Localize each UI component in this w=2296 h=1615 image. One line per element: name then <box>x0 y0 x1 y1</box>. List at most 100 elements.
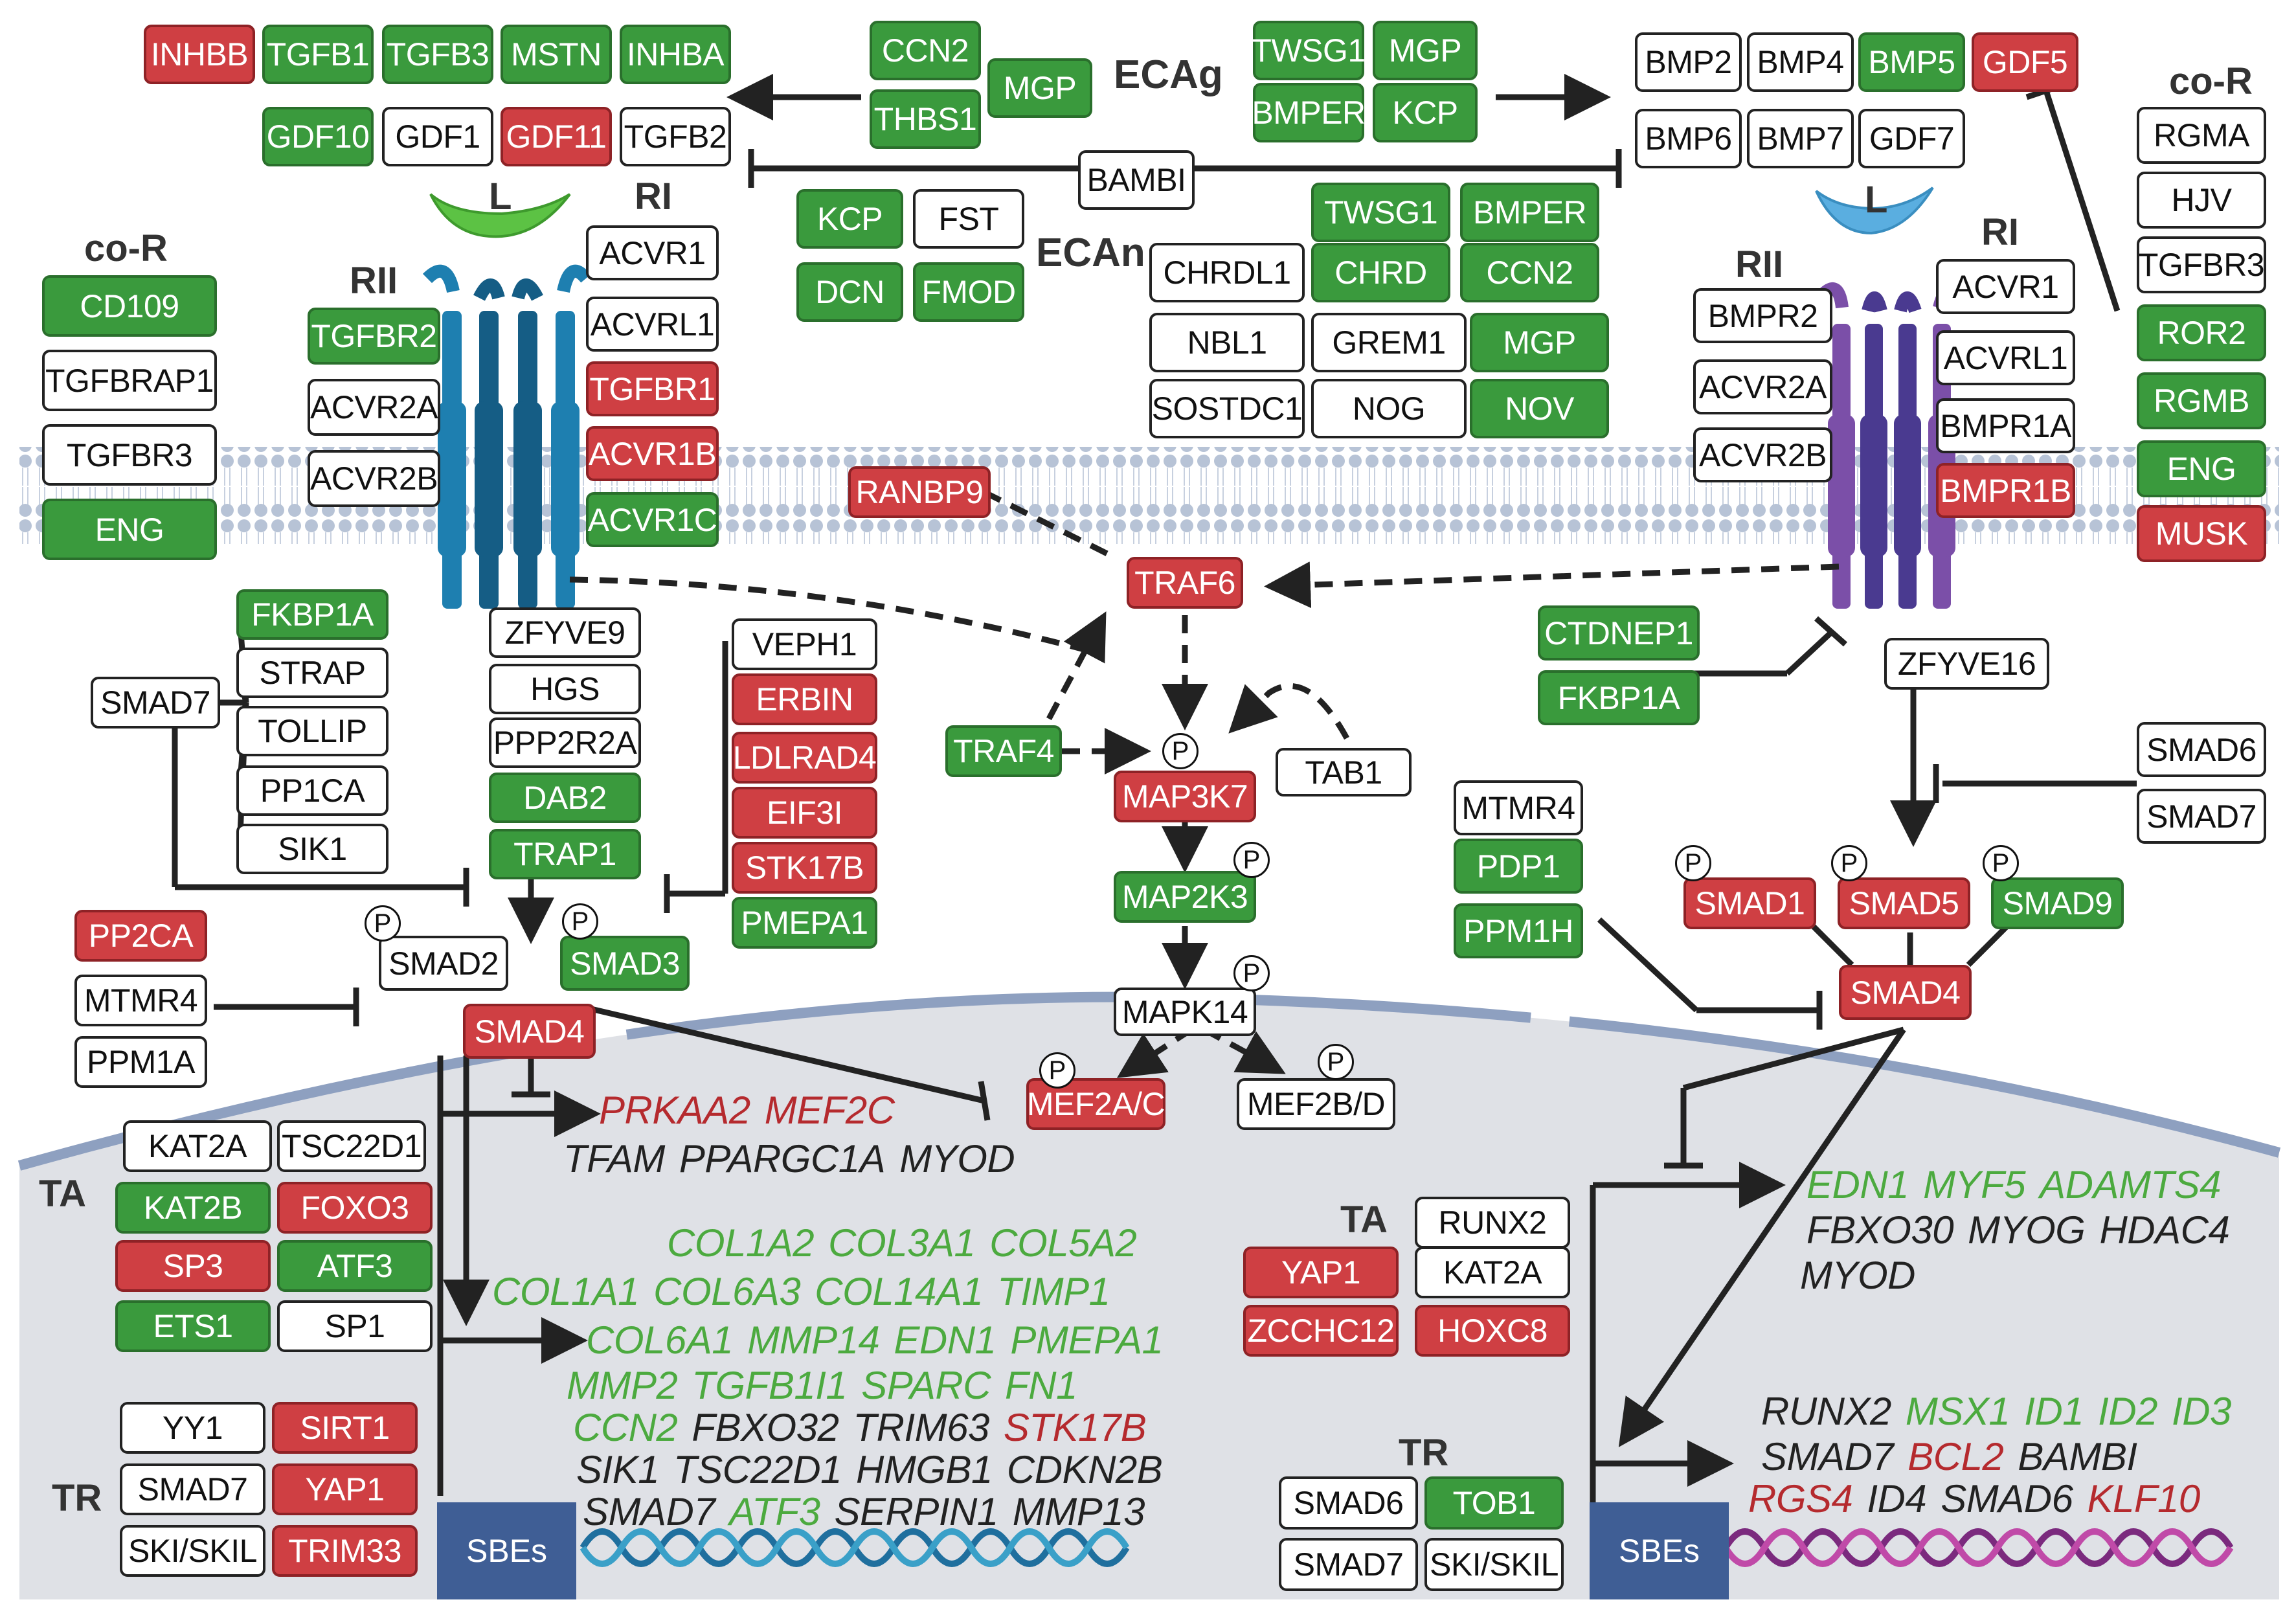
tgf-receptors <box>422 264 591 609</box>
protein-kcp: KCP <box>1373 83 1478 142</box>
protein-mgp: MGP <box>987 58 1092 118</box>
protein-gdf10: GDF10 <box>262 107 374 166</box>
protein-gdf7: GDF7 <box>1858 109 1965 168</box>
ecag-label: ECAg <box>1114 52 1223 97</box>
protein-ror2: ROR2 <box>2137 304 2266 361</box>
gene-id2: ID2 <box>2098 1390 2158 1433</box>
protein-tgfbr3: TGFBR3 <box>2137 236 2266 293</box>
protein-chrd: CHRD <box>1311 243 1450 302</box>
phospho-marker: P <box>562 903 598 940</box>
protein-ranbp9: RANBP9 <box>848 466 991 518</box>
gene-myod: MYOD <box>1800 1254 1916 1297</box>
protein-hoxc8: HOXC8 <box>1415 1305 1570 1357</box>
gene-stk17b: STK17B <box>1003 1406 1147 1449</box>
gene-hdac4: HDAC4 <box>2099 1208 2230 1252</box>
protein-rgmb: RGMB <box>2137 372 2266 429</box>
gene-fbxo30: FBXO30 <box>1806 1208 1954 1252</box>
protein-dcn: DCN <box>796 262 903 322</box>
phospho-marker: P <box>1233 955 1270 991</box>
protein-traf6: TRAF6 <box>1127 557 1243 609</box>
protein-eng: ENG <box>2137 440 2266 497</box>
protein-strap: STRAP <box>236 648 388 698</box>
gene-mmp2: MMP2 <box>567 1364 678 1407</box>
gene-prkaa2: PRKAA2 <box>599 1089 750 1132</box>
protein-twsg1: TWSG1 <box>1252 21 1366 80</box>
protein-acvrl1: ACVRL1 <box>586 297 719 352</box>
gene-smad7: SMAD7 <box>583 1490 715 1533</box>
protein-nbl1: NBL1 <box>1149 313 1305 372</box>
protein-runx2: RUNX2 <box>1415 1197 1570 1248</box>
protein-mapk14: MAPK14 <box>1114 988 1256 1036</box>
protein-pp1ca: PP1CA <box>236 765 388 816</box>
protein-smad7: SMAD7 <box>120 1463 265 1515</box>
protein-zfyve9: ZFYVE9 <box>489 607 641 658</box>
gene-fbxo32: FBXO32 <box>692 1406 839 1449</box>
gene-pmepa1: PMEPA1 <box>1010 1318 1164 1362</box>
sbe-left: SBEs <box>437 1502 576 1599</box>
protein-smad6: SMAD6 <box>1279 1476 1418 1530</box>
protein-mgp: MGP <box>1373 21 1478 80</box>
gene-col3a1: COL3A1 <box>828 1221 976 1265</box>
gene-id3: ID3 <box>2172 1390 2231 1433</box>
ta-left-label: TA <box>39 1173 87 1215</box>
cor-right-label: co-R <box>2169 60 2253 102</box>
protein-bmpr1b: BMPR1B <box>1936 463 2075 518</box>
protein-smad7: SMAD7 <box>1279 1538 1418 1591</box>
protein-sirt1: SIRT1 <box>272 1402 418 1454</box>
gene-col14a1: COL14A1 <box>815 1270 984 1313</box>
gene-mmp14: MMP14 <box>747 1318 880 1362</box>
gene-myog: MYOG <box>1968 1208 2086 1252</box>
protein-smad9: SMAD9 <box>1991 877 2124 929</box>
protein-smad7: SMAD7 <box>2137 789 2266 844</box>
ta-right-label: TA <box>1340 1199 1388 1241</box>
gene-line: FBXO30 MYOG HDAC4 <box>1806 1208 2244 1252</box>
gene-mmp13: MMP13 <box>1012 1490 1145 1533</box>
protein-yap1: YAP1 <box>272 1463 418 1515</box>
protein-rgma: RGMA <box>2137 107 2266 164</box>
gene-sik1: SIK1 <box>576 1448 660 1491</box>
protein-grem1: GREM1 <box>1311 313 1467 372</box>
gene-myod: MYOD <box>899 1137 1015 1180</box>
protein-map2k3: MAP2K3 <box>1114 871 1256 923</box>
protein-bmp4: BMP4 <box>1747 32 1854 92</box>
protein-eng: ENG <box>42 499 217 560</box>
protein-mstn: MSTN <box>501 25 612 84</box>
protein-zfyve16: ZFYVE16 <box>1884 638 2049 690</box>
protein-bmper: BMPER <box>1252 83 1366 142</box>
protein-sp1: SP1 <box>277 1300 433 1352</box>
phospho-marker: P <box>1983 845 2019 881</box>
protein-acvr2b: ACVR2B <box>1693 427 1832 482</box>
phospho-marker: P <box>1318 1044 1354 1080</box>
protein-cd109: CD109 <box>42 275 217 337</box>
dna-right <box>1722 1528 2234 1567</box>
gene-id4: ID4 <box>1867 1477 1927 1520</box>
protein-sp3: SP3 <box>115 1240 271 1292</box>
phospho-marker: P <box>1831 845 1867 881</box>
gene-smad6: SMAD6 <box>1941 1477 2073 1520</box>
protein-acvr2a: ACVR2A <box>308 379 440 436</box>
gene-trim63: TRIM63 <box>853 1406 989 1449</box>
protein-tgfb1: TGFB1 <box>262 25 374 84</box>
ecan-label: ECAn <box>1036 231 1145 275</box>
protein-gdf11: GDF11 <box>501 107 612 166</box>
protein-tgfbr1: TGFBR1 <box>586 361 719 416</box>
gene-col1a1: COL1A1 <box>492 1270 640 1313</box>
gene-id1: ID1 <box>2024 1390 2084 1433</box>
protein-pp2ca: PP2CA <box>74 910 207 962</box>
ri-right-label: RI <box>1981 211 2019 253</box>
protein-ppp2r2a: PPP2R2A <box>489 717 641 768</box>
protein-fmod: FMOD <box>913 262 1024 322</box>
gene-atf3: ATF3 <box>729 1490 820 1533</box>
l-right-label: L <box>1865 179 1888 221</box>
protein-acvr2b: ACVR2B <box>308 450 440 507</box>
